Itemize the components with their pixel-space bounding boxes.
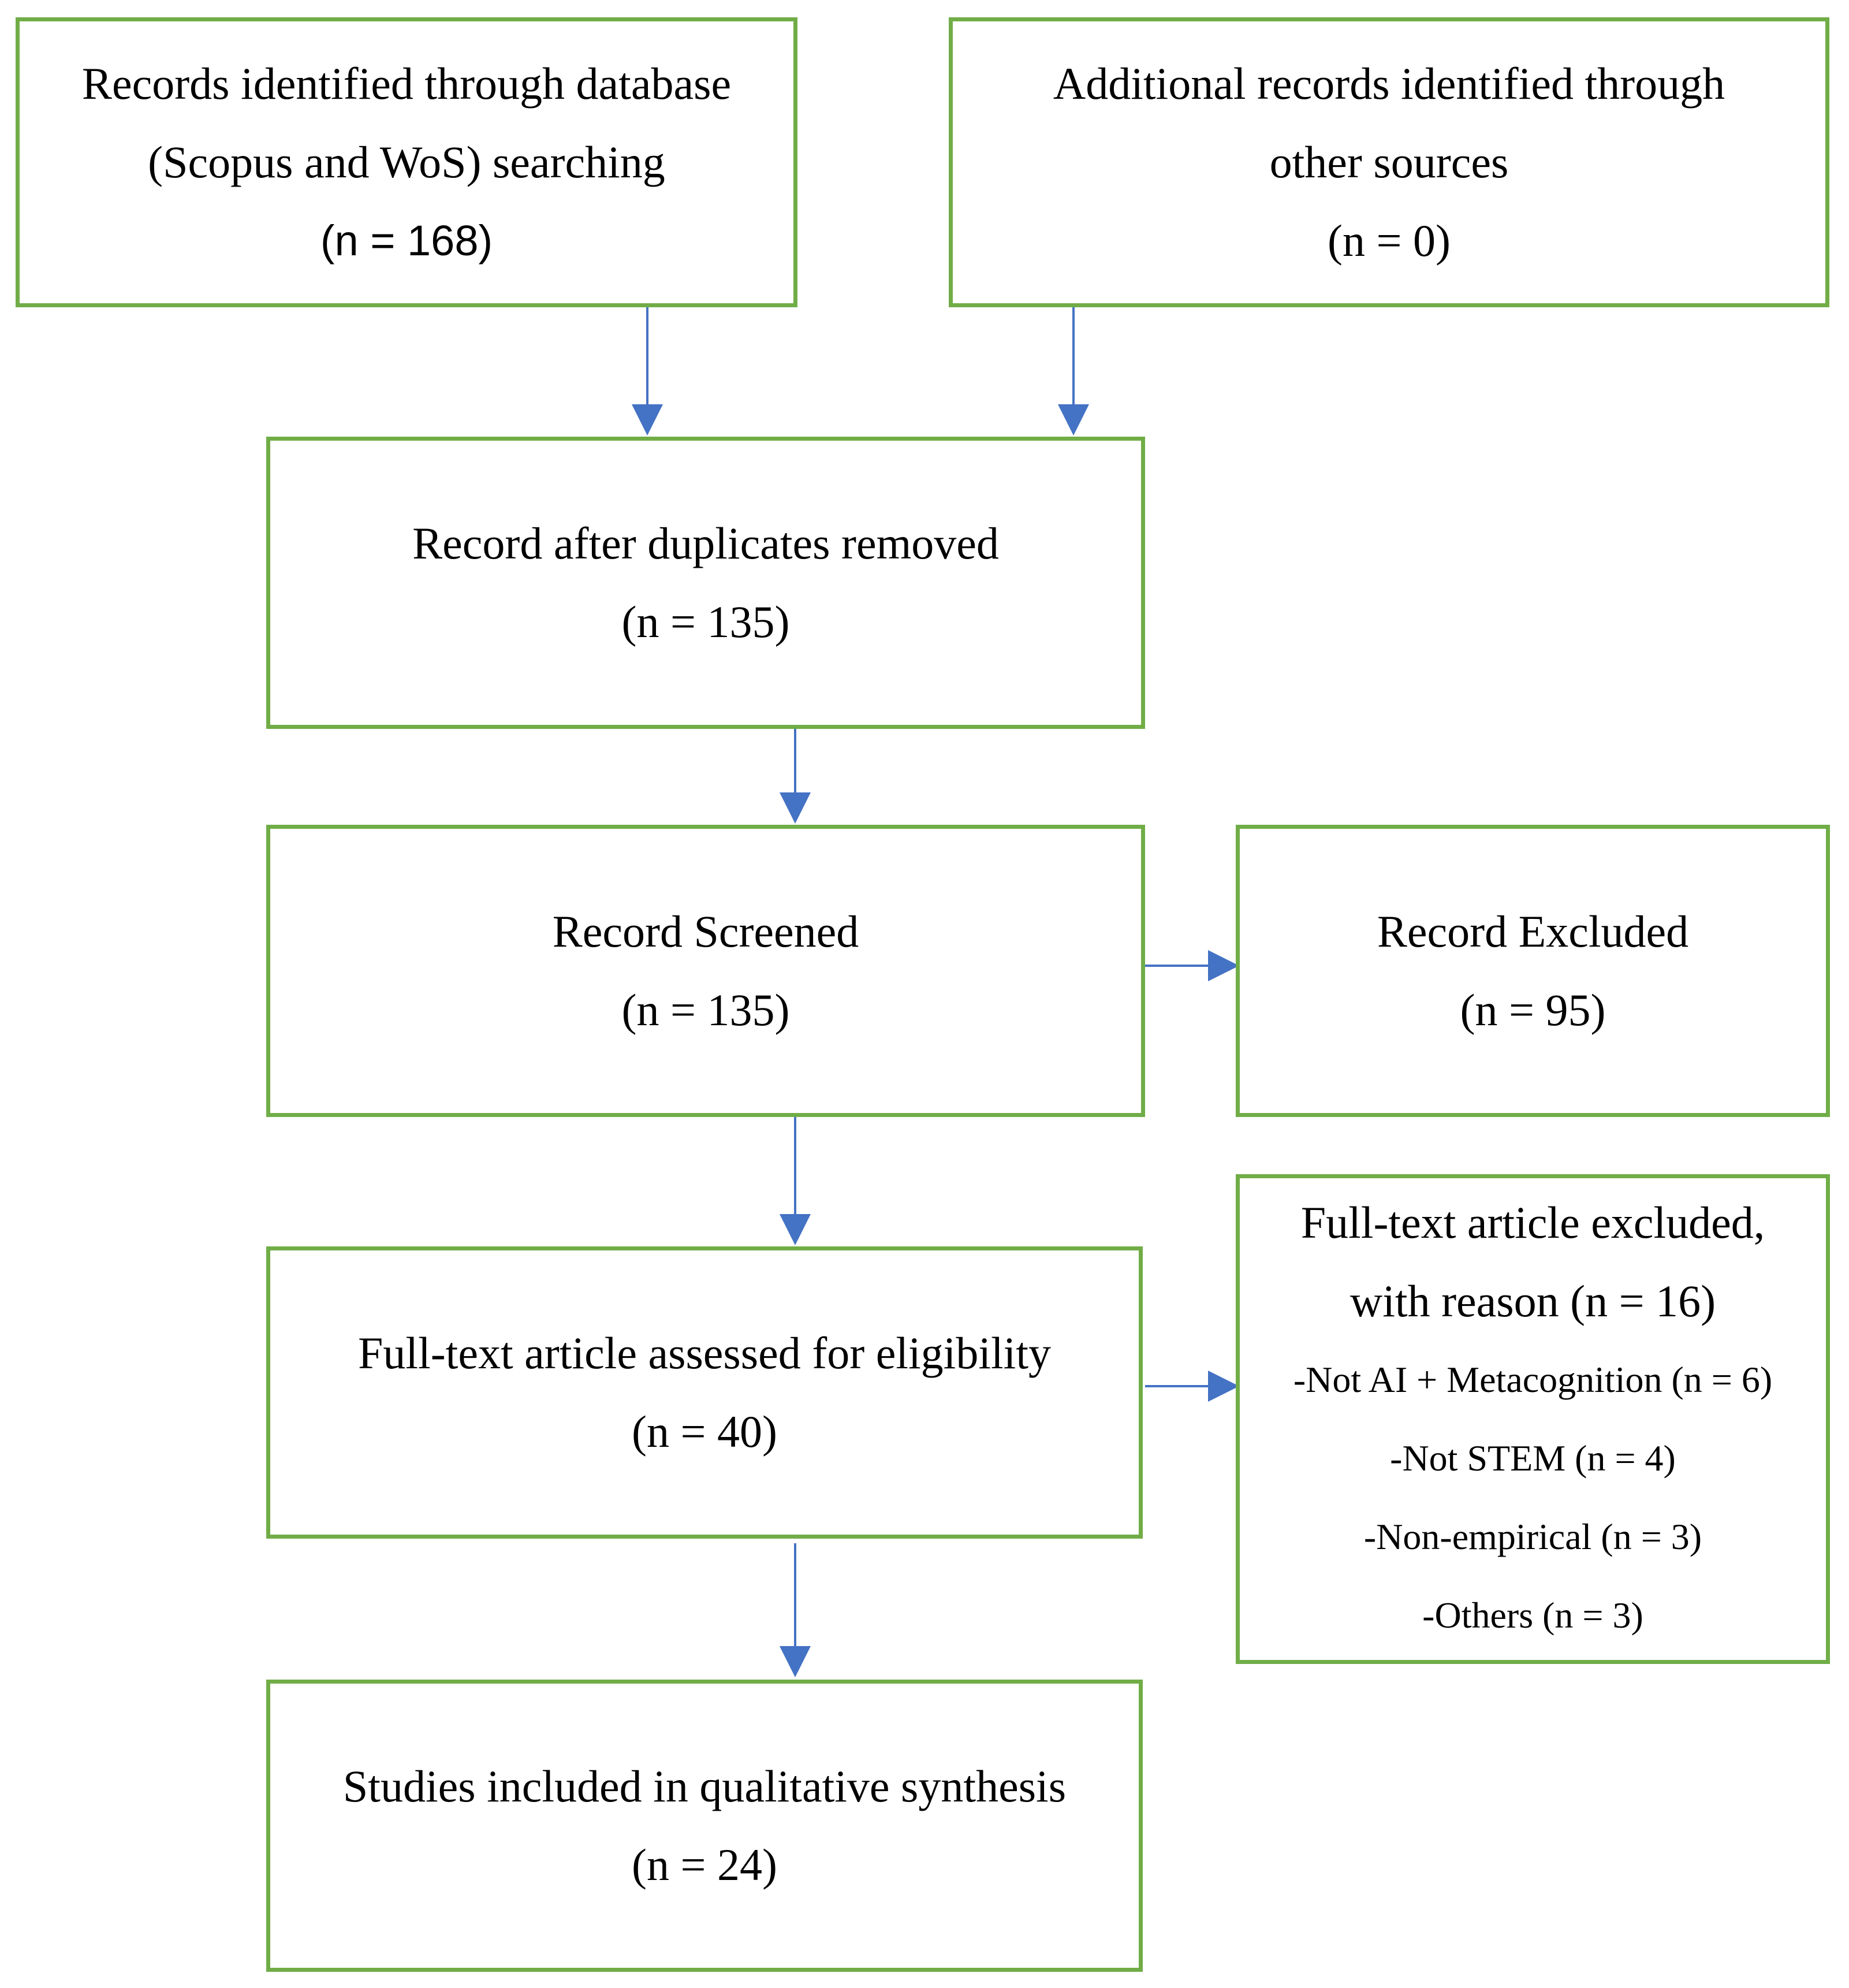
box-after-duplicates: Record after duplicates removed (n = 135… [266, 437, 1145, 729]
box-count: (n = 40) [632, 1406, 777, 1457]
box-count: (n = 0) [1328, 215, 1451, 266]
box-count: (n = 135) [621, 597, 790, 647]
exclusion-reason: -Others (n = 3) [1422, 1595, 1643, 1636]
box-count: (n = 24) [632, 1840, 777, 1890]
box-records-identified-database: Records identified through database (Sco… [16, 17, 797, 307]
box-text-line: other sources [1269, 137, 1509, 187]
box-text-line: Full-text article excluded, [1300, 1197, 1765, 1248]
box-text-line: Record Screened [552, 906, 859, 956]
box-fulltext-excluded: Full-text article excluded, with reason … [1236, 1174, 1830, 1664]
box-record-excluded: Record Excluded (n = 95) [1236, 825, 1830, 1117]
box-studies-included: Studies included in qualitative synthesi… [266, 1680, 1143, 1972]
box-text-line: Records identified through database [81, 58, 732, 109]
box-count: (n = 168) [320, 217, 493, 265]
box-count: (n = 95) [1460, 985, 1606, 1035]
box-records-identified-other: Additional records identified through ot… [949, 17, 1829, 307]
box-text-line: with reason (n = 16) [1350, 1276, 1716, 1326]
box-fulltext-assessed: Full-text article assessed for eligibili… [266, 1246, 1143, 1539]
box-text-line: Full-text article assessed for eligibili… [357, 1328, 1052, 1378]
box-text-line: Record after duplicates removed [412, 518, 999, 568]
box-record-screened: Record Screened (n = 135) [266, 825, 1145, 1117]
box-count: (n = 135) [621, 985, 790, 1035]
exclusion-reason: -Not STEM (n = 4) [1390, 1438, 1676, 1479]
box-text-line: (Scopus and WoS) searching [148, 137, 665, 187]
box-text-line: Additional records identified through [1053, 58, 1725, 109]
exclusion-reason: -Not AI + Metacognition (n = 6) [1293, 1359, 1773, 1400]
exclusion-reason: -Non-empirical (n = 3) [1363, 1516, 1702, 1557]
box-text-line: Studies included in qualitative synthesi… [342, 1761, 1067, 1811]
box-text-line: Record Excluded [1377, 906, 1689, 956]
